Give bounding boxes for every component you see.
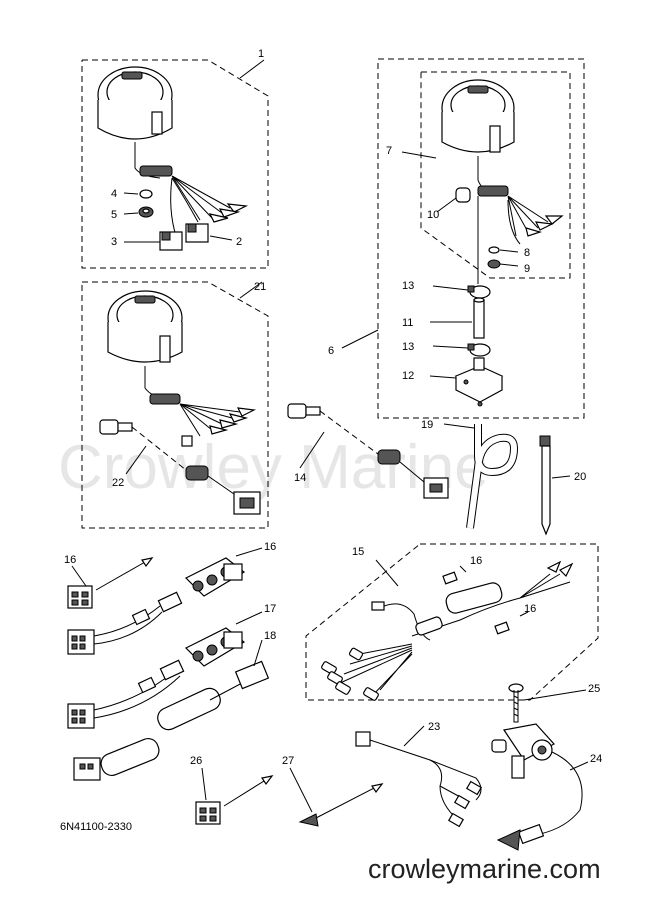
- gauge-7-icon: [441, 79, 564, 245]
- callout-20: 18: [264, 630, 276, 642]
- website-link[interactable]: crowleymarine.com: [368, 854, 601, 884]
- callout-15: 15: [352, 546, 364, 558]
- nut-5-icon: [138, 206, 154, 218]
- callout-23: 21: [254, 281, 266, 293]
- clip-13-upper-icon: [467, 285, 491, 299]
- callout-7: 7: [386, 145, 392, 157]
- assembly-7-box: [420, 71, 571, 279]
- nut-9-icon: [487, 259, 501, 269]
- callout-10: 10: [427, 209, 439, 221]
- callout-4: 4: [111, 188, 117, 200]
- gauge-23-icon: [107, 290, 257, 447]
- connector-28-icon: [195, 775, 274, 825]
- callout-19: 17: [264, 603, 276, 615]
- watermark-text: Crowley Marine: [58, 433, 489, 502]
- grommet-10-icon: [455, 187, 471, 203]
- callout-24: 22: [112, 477, 124, 489]
- callout-25: 23: [428, 721, 440, 733]
- callout-18: 16: [264, 541, 276, 553]
- callout-11: 11: [402, 317, 413, 329]
- callout-8: 8: [524, 247, 530, 259]
- callout-16-lower: 16: [524, 603, 536, 615]
- callout-12: 12: [402, 370, 414, 382]
- callout-6: 6: [328, 345, 334, 357]
- callout-17: 16: [64, 554, 76, 566]
- cable-14-icon: [287, 403, 449, 499]
- sensor-12-icon: [454, 357, 504, 407]
- cable-tie-22-icon: [539, 435, 551, 536]
- callout-16-upper: 16: [470, 555, 482, 567]
- hose-21-icon: [466, 424, 519, 529]
- callout-1: 1: [258, 48, 264, 60]
- assembly-23-box: [81, 281, 269, 529]
- switch-26-icon: [491, 723, 583, 851]
- callout-2: 2: [236, 236, 242, 248]
- hose-11-icon: [473, 297, 485, 339]
- clip-13-lower-icon: [467, 343, 491, 357]
- callout-3: 3: [111, 236, 117, 248]
- catalog-code: 6N41100-2330: [60, 821, 132, 833]
- callout-13-lower: 13: [402, 341, 414, 353]
- assembly-1-box: [81, 59, 269, 269]
- cable-24-icon: [99, 419, 261, 515]
- callout-13-upper: 13: [402, 280, 414, 292]
- gauge-1-icon: [97, 66, 249, 237]
- screw-27-icon: [508, 683, 524, 723]
- callout-9: 9: [524, 263, 530, 275]
- connector-17-icon: [67, 557, 154, 609]
- terminal-29-icon: [298, 783, 384, 827]
- callout-26: 24: [590, 753, 602, 765]
- assembly-15-box: [305, 543, 599, 701]
- assembly-6-box: [377, 58, 585, 419]
- washer-8-icon: [488, 246, 500, 254]
- connector-3-icon: [159, 231, 183, 251]
- harness-18-icon: [67, 557, 246, 655]
- callout-27: 25: [588, 683, 600, 695]
- harness-20-icon: [73, 660, 270, 781]
- washer-4-icon: [139, 189, 153, 199]
- callout-14: 14: [294, 472, 306, 484]
- harness-25-icon: [355, 731, 483, 828]
- callout-5: 5: [111, 209, 117, 221]
- harness-19-icon: [67, 627, 246, 729]
- callout-29: 27: [282, 755, 294, 767]
- callout-21: 19: [421, 419, 433, 431]
- callout-22: 20: [574, 471, 586, 483]
- callout-28: 26: [190, 755, 202, 767]
- harness-15-icon: [321, 560, 574, 701]
- connector-2-icon: [185, 223, 209, 243]
